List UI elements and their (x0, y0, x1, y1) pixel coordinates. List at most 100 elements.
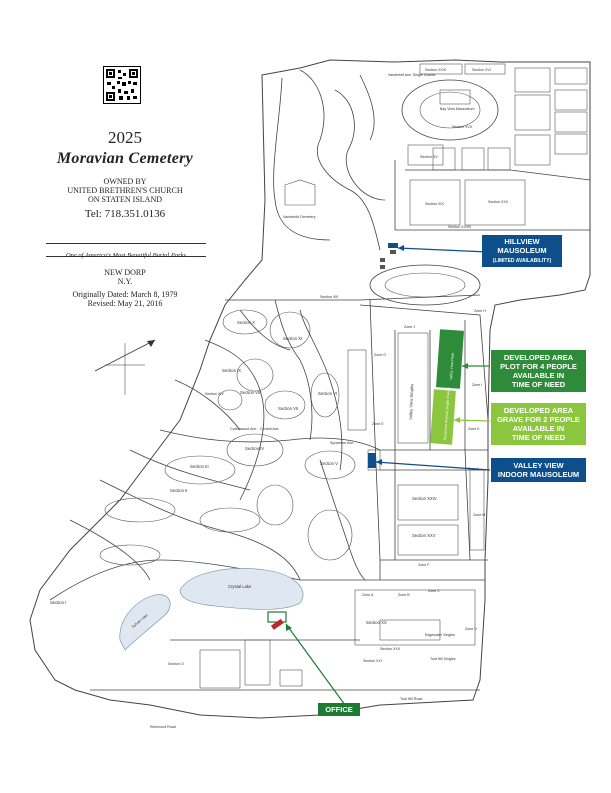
label-section-ix: Section IX (222, 368, 241, 373)
label-section-xxi: Section XXI (363, 659, 382, 663)
banner: One of America's Most Beautiful Burial P… (46, 243, 206, 259)
owner-line1: UNITED BRETHREN'S CHURCH (67, 186, 183, 195)
label-zone-b: Zone B (398, 593, 410, 597)
location-line1: NEW DORP (104, 268, 146, 277)
label-bay-view: Bay View Mausoleum (440, 107, 475, 111)
crystal-lake (179, 568, 304, 610)
northeast-sections (394, 63, 591, 231)
label-section-v: Section V (320, 461, 338, 466)
dev4-line3: AVAILABLE IN (512, 371, 565, 380)
label-section-xx: Section XX (366, 620, 387, 625)
label-zone-j: Zone J (404, 325, 415, 329)
central-roads (49, 294, 489, 691)
label-section-xvi: Section XVI (472, 68, 491, 72)
owner-line2: ON STATEN ISLAND (87, 195, 163, 204)
label-section-x: Section X (237, 320, 255, 325)
label-section-iii: Section III (190, 464, 209, 469)
map-labels: Vanderbilt Ave. Single Graves Section XX… (50, 68, 509, 729)
phone[interactable]: Tel: 718.351.0136 (84, 208, 166, 220)
hillview-line3: (LIMITED AVAILABILITY) (492, 258, 552, 264)
sycamore-singles-area[interactable] (430, 389, 456, 445)
label-section-xiv: Section XIV (205, 392, 224, 396)
page-title: Moravian Cemetery (56, 150, 194, 167)
label-section-xxii: Section XXII (380, 647, 400, 651)
office-label: OFFICE (325, 705, 353, 714)
label-todt-hill-singles: Todt Hill Singles (430, 657, 456, 661)
label-section-iv: Section IV (245, 446, 264, 451)
dev2-line4: TIME OF NEED (511, 433, 566, 442)
location-line2: N.Y. (117, 277, 133, 286)
dev2-line3: AVAILABLE IN (512, 424, 565, 433)
hillview-line1: HILLVIEW (504, 237, 540, 246)
label-zone-i: Zone I (472, 383, 482, 387)
label-section-xiii: Section XIII (320, 295, 338, 299)
vanderbilt-paths (273, 69, 386, 251)
label-sycamore-ave: Sycamore Ave. (330, 441, 354, 445)
label-section-i: Section I (50, 600, 66, 605)
legend-pointers (285, 245, 491, 706)
label-section-xxix: Section XXIX (425, 68, 447, 72)
label-section-ii: Section II (170, 488, 187, 493)
valley-view-mausoleum-marker[interactable] (368, 453, 376, 468)
red-marker (270, 618, 284, 630)
middle-sections (99, 309, 485, 689)
year: 2025 (108, 128, 142, 147)
label-zone-g: Zone G (374, 353, 386, 357)
label-section-vi: Section VI (318, 391, 337, 396)
label-zone-l: Zone L (468, 467, 479, 471)
label-section-xxviii: Section XXVIII (448, 225, 471, 229)
label-section-vii: Section VII (278, 406, 298, 411)
sylvan-lake (119, 594, 171, 651)
label-zone-h: Zone H (474, 309, 486, 313)
label-section-xxiv: Section XXIV (412, 496, 437, 501)
valley-view-mausoleum-legend[interactable]: VALLEY VIEW INDOOR MAUSOLEUM (491, 458, 586, 482)
label-section-viii: Section VIII (240, 390, 261, 395)
label-cottonwood-ave: Cottonwood Ave. (230, 427, 257, 431)
original-date: Originally Dated: March 8, 1979 (72, 290, 178, 299)
qr-code[interactable] (103, 66, 141, 104)
revised-date: Revised: May 21, 2016 (87, 299, 163, 308)
label-valley-view-singles: Valley View Singles (408, 384, 414, 420)
label-section-xi: Section XI (283, 336, 302, 341)
hillview-mausoleum-legend[interactable]: HILLVIEW MAUSOLEUM (LIMITED AVAILABILITY… (482, 235, 562, 267)
office-legend[interactable]: OFFICE (318, 703, 360, 716)
cemetery-boundary (29, 59, 591, 719)
label-vanderbilt-singles: Vanderbilt Ave. Single Graves (388, 73, 436, 77)
developed-area-4-legend[interactable]: DEVELOPED AREA PLOT FOR 4 PEOPLE AVAILAB… (491, 350, 586, 392)
banner-text: One of America's Most Beautiful Burial P… (65, 252, 187, 259)
office-building[interactable] (267, 611, 287, 623)
label-crystal-lake: Crystal Lake (228, 584, 252, 589)
valley-line1: VALLEY VIEW (513, 461, 564, 470)
label-edgewater-singles: Edgewater Singles (425, 633, 455, 637)
label-richmond-road: Richmond Road (150, 725, 176, 729)
developed-area-2-legend[interactable]: DEVELOPED AREA GRAVE FOR 2 PEOPLE AVAILA… (491, 403, 586, 445)
valley-line2: INDOOR MAUSOLEUM (497, 470, 580, 479)
label-todt-hill-road: Todt Hill Road (400, 697, 422, 701)
qr-code-icon (106, 69, 138, 101)
dev4-line2: PLOT FOR 4 PEOPLE (500, 362, 577, 371)
valley-view-plots-area[interactable] (436, 329, 464, 389)
label-section-xix: Section XIX (425, 202, 444, 206)
label-zone-d: Zone D (465, 627, 477, 631)
dev4-line1: DEVELOPED AREA (503, 353, 574, 362)
owned-by: OWNED BY (103, 177, 147, 186)
label-section-xxv: Section XXV (412, 533, 436, 538)
label-central-ave: Central Ave. (260, 427, 280, 431)
label-zone-m: Zone M (473, 513, 485, 517)
label-zone-c: Zone C (428, 589, 440, 593)
header-location: NEW DORP N.Y. Originally Dated: March 8,… (40, 268, 210, 308)
dev4-line4: TIME OF NEED (511, 380, 566, 389)
label-zone-k: Zone K (468, 427, 480, 431)
dev2-line2: GRAVE FOR 2 PEOPLE (497, 415, 580, 424)
label-sycamore-singles: Sycamore Avenue Single Graves (443, 387, 451, 440)
label-zone-e: Zone E (372, 422, 384, 426)
label-section-xv: Section XV (420, 155, 438, 159)
dev2-line1: DEVELOPED AREA (503, 406, 574, 415)
compass-icon (94, 339, 156, 395)
label-zone-a: Zone A (362, 593, 374, 597)
label-vanderbilt-cemetery: Vanderbilt Cemetery (283, 215, 316, 219)
label-section-xxx: Section XXX (488, 200, 509, 204)
hillview-line2: MAUSOLEUM (497, 246, 547, 255)
label-valley-view-plots: Valley View Plots (449, 352, 455, 380)
